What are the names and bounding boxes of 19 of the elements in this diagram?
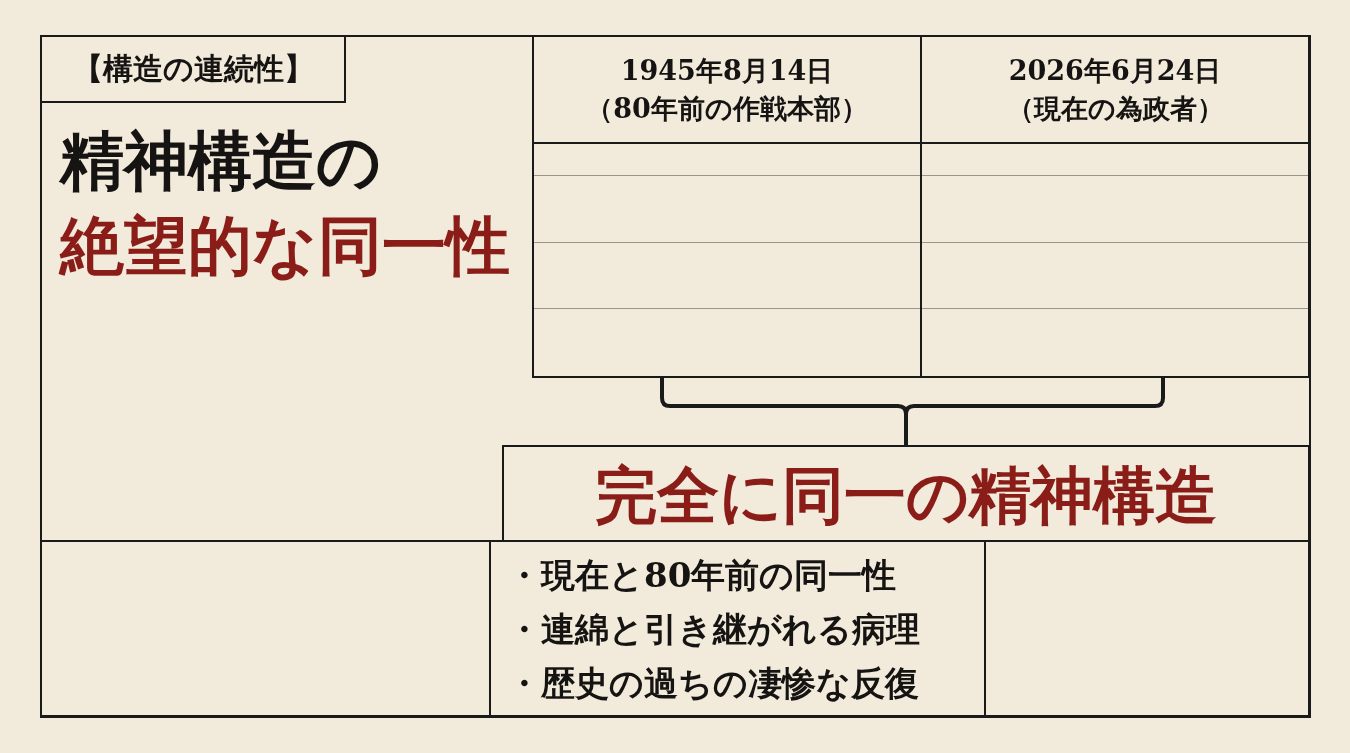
tag-box [40,35,346,103]
bullet-item: ・連綿と引き継がれる病理 [507,607,921,651]
empty-cell [984,540,1310,717]
column-subtitle: （現在の為政者） [1006,91,1224,126]
column-date: 1945年8月14日 [620,53,834,88]
table-column [920,35,1310,378]
column-date: 2026年6月24日 [1008,53,1222,88]
tag-label: 【構造の連続性】 [72,54,314,84]
conclusion-text: 完全に同一の精神構造 [595,464,1217,527]
heading-text: 精神構造の [60,122,383,200]
brace-connector [904,378,1165,445]
table-column [532,35,922,378]
column-subtitle: （80年前の作戦本部） [586,91,868,126]
heading-text: 絶望的な同一性 [60,207,510,285]
bullet-item: ・現在と80年前の同一性 [507,553,898,597]
empty-cell [40,540,491,717]
conclusion-box [502,445,1310,542]
bullet-item: ・歴史の過ちの凄惨な反復 [507,661,920,705]
list-cell [489,540,986,717]
